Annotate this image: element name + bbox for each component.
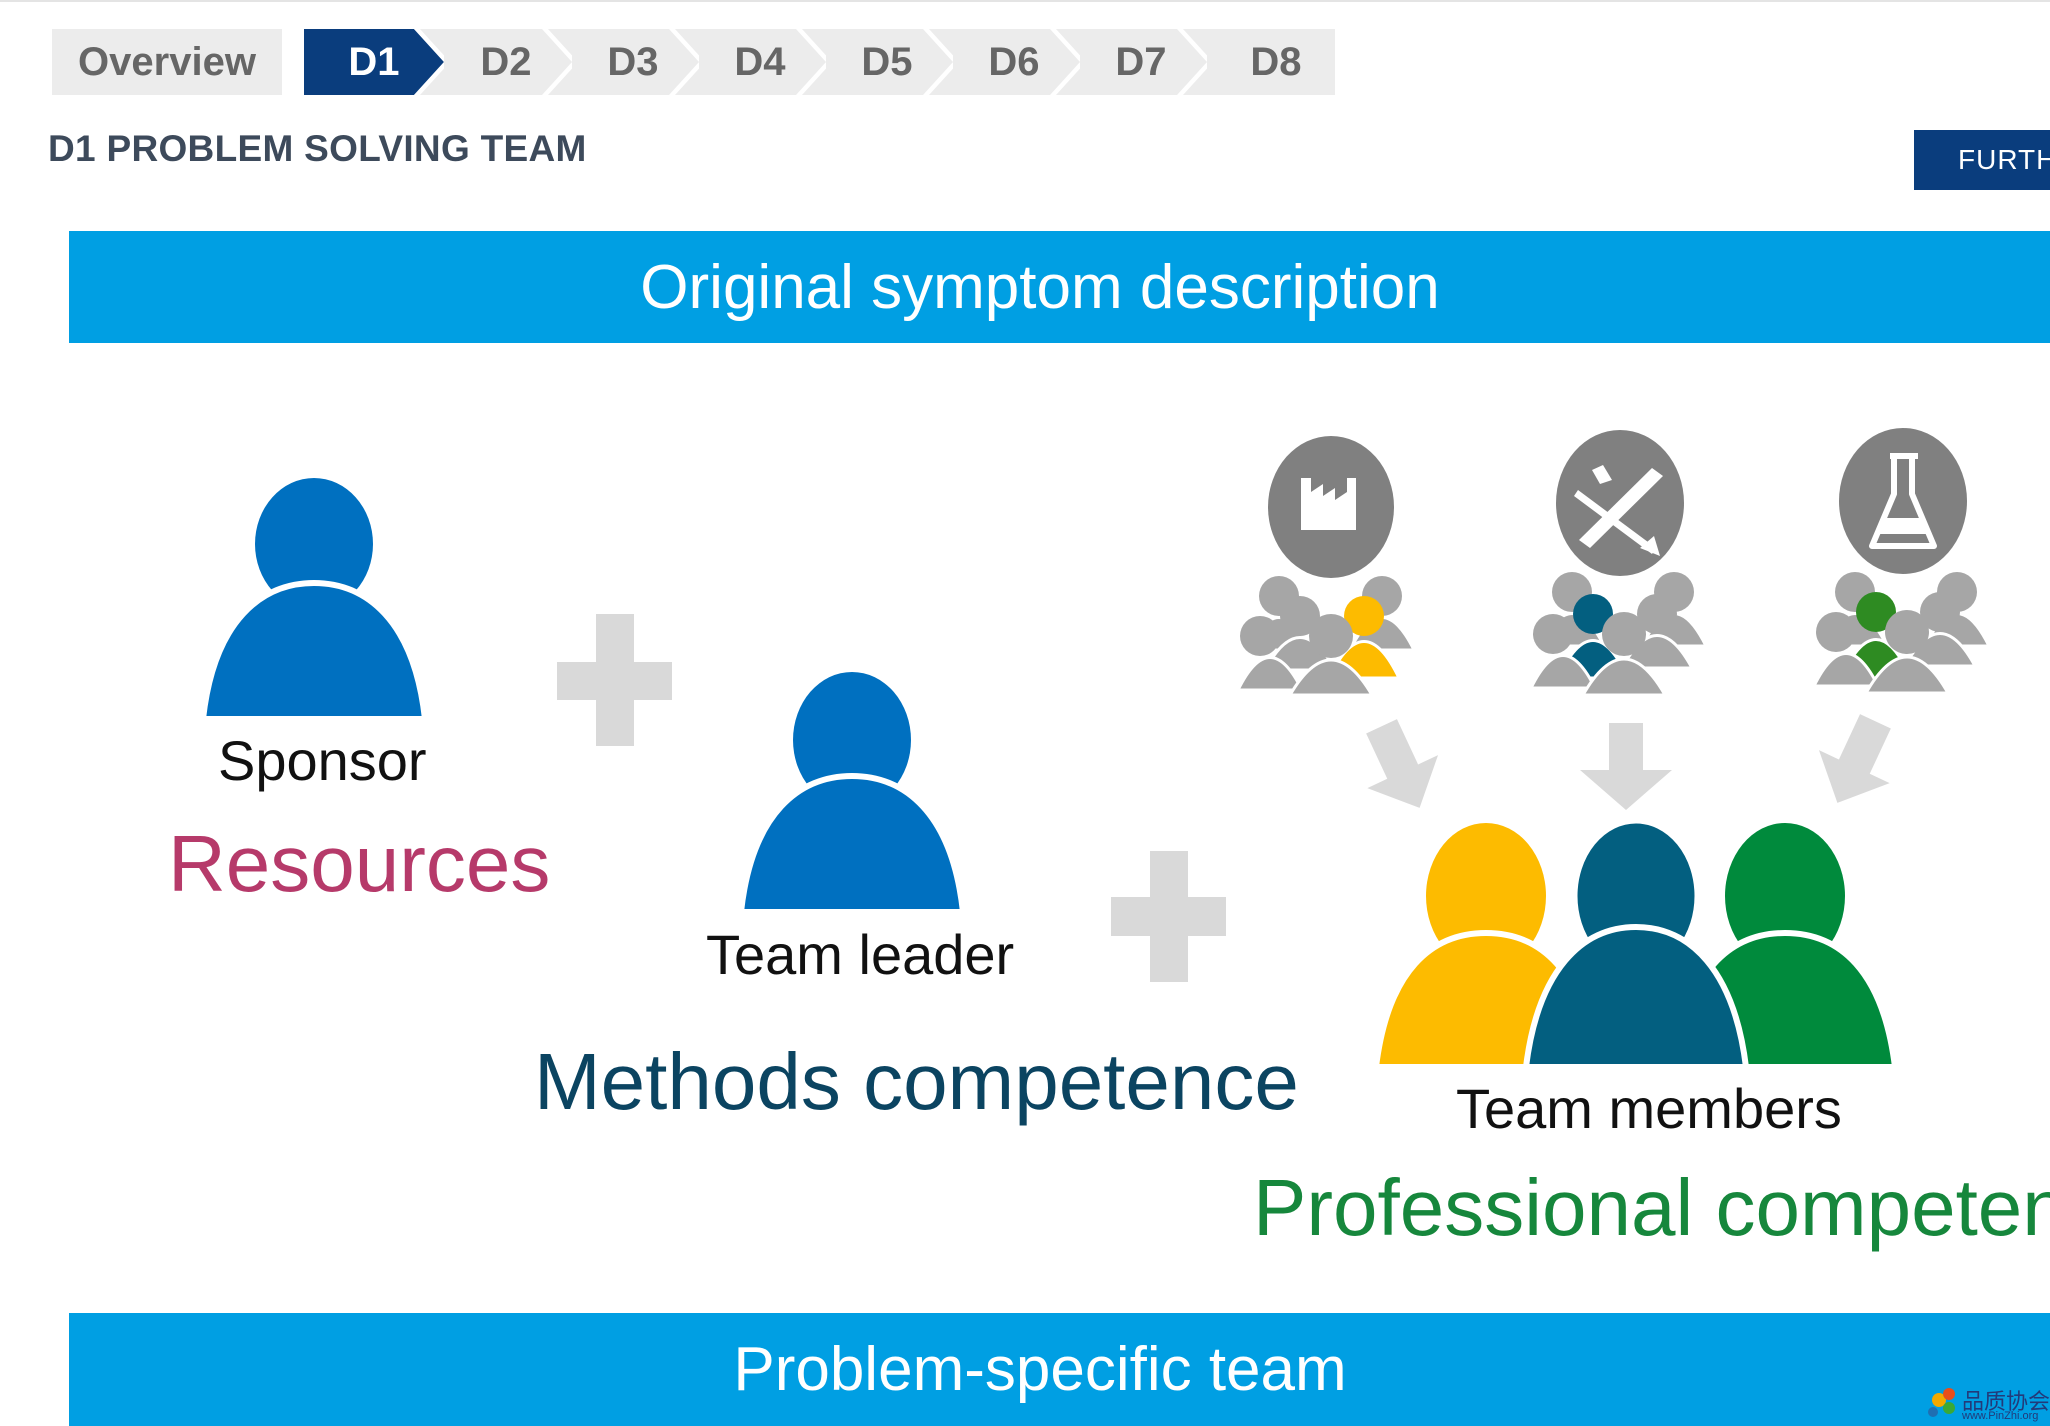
team-leader-person-icon (737, 672, 967, 915)
nav-step-d8[interactable]: D8 (1209, 29, 1335, 95)
top-divider (0, 0, 2050, 2)
sponsor-person-icon (199, 478, 429, 722)
team-leader-label: Team leader (706, 923, 1015, 986)
people-group-icon (1235, 576, 1417, 697)
factory-icon (1301, 478, 1356, 530)
team-banner: Problem-specific team (69, 1313, 2050, 1426)
ruler-pencil-icon (1574, 465, 1663, 556)
production-department (1235, 436, 1417, 697)
plus-icon (557, 614, 672, 746)
arrow-down-icon (1580, 723, 1672, 810)
engineering-department (1528, 430, 1709, 697)
nav-step-d1[interactable]: D1 (304, 29, 444, 95)
page-title: D1 PROBLEM SOLVING TEAM (48, 128, 587, 169)
people-group-icon (1528, 572, 1709, 697)
further-info-button[interactable]: FURTH (1914, 130, 2050, 190)
professional-competence-label: Professional competence (1253, 1163, 2050, 1252)
nav-step-d3[interactable]: D3 (559, 29, 699, 95)
symptom-banner: Original symptom description (69, 231, 2050, 343)
sponsor-label: Sponsor (218, 729, 427, 792)
step-navigation: Overview D1 D2 D3 D4 D5 D6 D7 D8 (52, 29, 1335, 95)
flask-icon (1869, 453, 1937, 549)
methods-competence-label: Methods competence (534, 1037, 1299, 1126)
team-members-label: Team members (1456, 1077, 1842, 1140)
team-banner-text: Problem-specific team (733, 1335, 1347, 1404)
nav-overview-tab[interactable]: Overview (52, 29, 282, 95)
watermark-text: 品质协会 (1962, 1390, 2050, 1415)
resources-label: Resources (168, 819, 551, 908)
watermark-url: www.PinZhi.org (1962, 1410, 2039, 1422)
watermark-logo-icon (1928, 1388, 1955, 1417)
plus-icon (1111, 851, 1226, 982)
arrow-down-icon (1818, 714, 1891, 803)
arrow-down-icon (1366, 719, 1439, 808)
team-members-group-icon (1372, 818, 1899, 1070)
laboratory-department (1811, 428, 1992, 695)
flask-icon-circle (1839, 428, 1967, 574)
people-group-icon (1811, 572, 1992, 695)
symptom-banner-text: Original symptom description (640, 252, 1440, 322)
nav-steps-bar: D1 D2 D3 D4 D5 D6 D7 D8 (304, 29, 1335, 95)
